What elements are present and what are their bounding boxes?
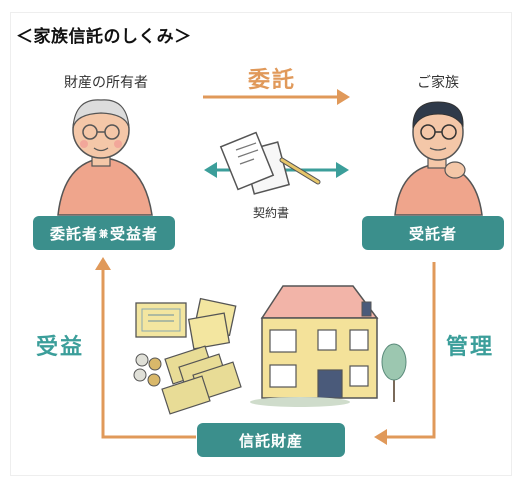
benefit-label: 受益: [36, 335, 85, 360]
trustor-beneficiary-box: 委託者 兼 受益者: [33, 216, 175, 250]
coins-icon: [133, 353, 162, 387]
elderly-owner-icon: [57, 99, 153, 216]
benefit-arrow: [95, 257, 196, 439]
banknotes-icon: [161, 345, 242, 415]
trust-property-box: 信託財産: [197, 423, 345, 457]
ken-label: 兼: [98, 229, 109, 240]
entrust-label: 委託: [248, 68, 297, 93]
family-label: ご家族: [417, 75, 459, 91]
beneficiary-label: 受益者: [110, 224, 159, 243]
page-title: ＜家族信託のしくみ＞: [16, 27, 192, 47]
certificate-icon: [135, 297, 237, 350]
entrust-arrow: [203, 89, 350, 105]
trustee-box: 受託者: [362, 216, 504, 250]
trustor-label: 委託者: [49, 224, 98, 243]
family-member-icon: [394, 101, 483, 216]
contract-label: 契約書: [253, 206, 290, 220]
manage-label: 管理: [446, 335, 495, 360]
owner-label: 財産の所有者: [64, 75, 148, 91]
contract-document-icon: [219, 131, 321, 195]
manage-arrow: [374, 262, 436, 445]
house-icon: [250, 285, 379, 407]
tree-icon: [381, 343, 407, 402]
